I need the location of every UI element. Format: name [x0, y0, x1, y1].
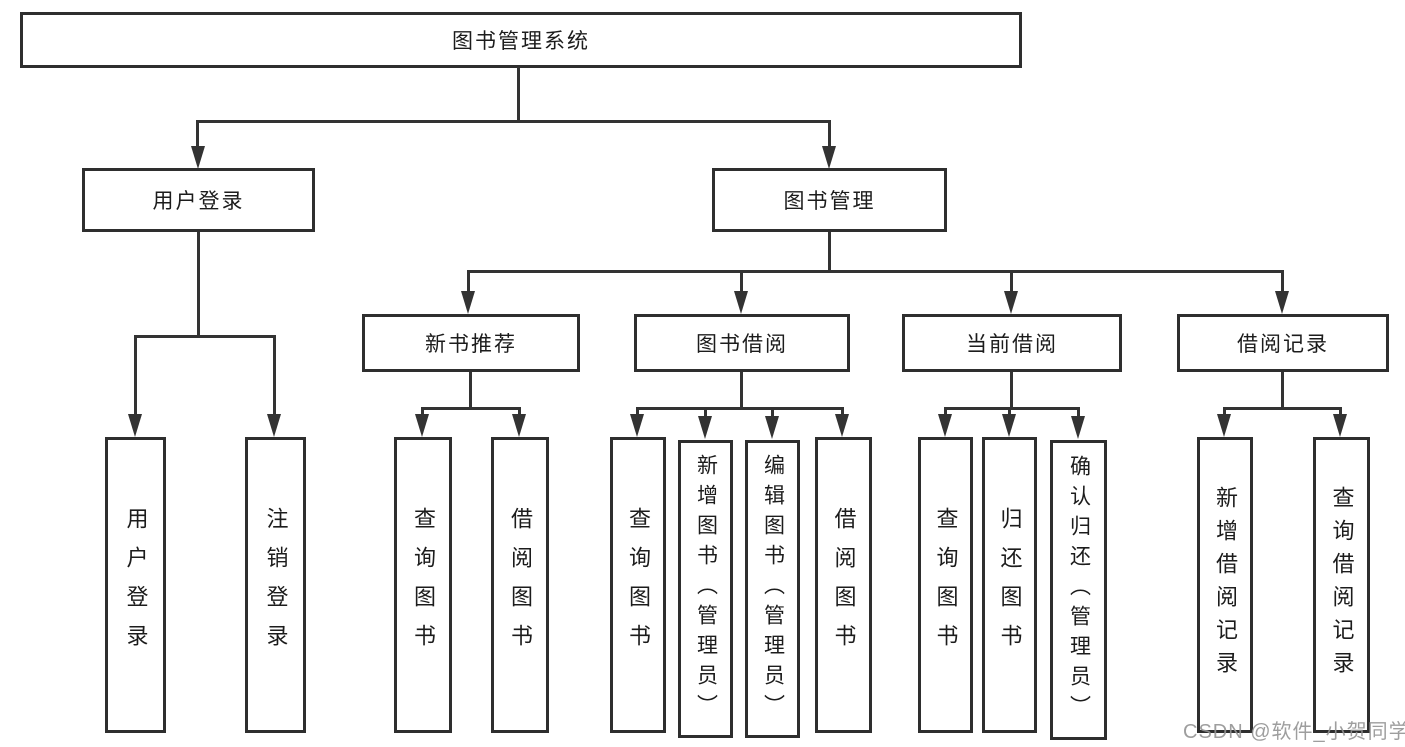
- leaf-label: 编辑图书（管理员）: [761, 454, 785, 724]
- connector-line: [1008, 407, 1011, 419]
- arrow-down-icon: [267, 414, 281, 437]
- leaf-label: 归还图书: [997, 507, 1023, 663]
- arrow-down-icon: [461, 291, 475, 314]
- connector-line: [740, 372, 743, 407]
- arrow-down-icon: [1004, 291, 1018, 314]
- leaf-label: 注销登录: [263, 507, 289, 663]
- leaf-label: 借阅图书: [508, 507, 533, 663]
- connector-line: [1223, 407, 1341, 410]
- connector-line: [636, 407, 844, 410]
- leaf-query-books-current: 查询图书: [918, 437, 973, 733]
- connector-line: [196, 120, 831, 123]
- leaf-edit-books-admin: 编辑图书（管理员）: [745, 440, 800, 738]
- leaf-user-login: 用户登录: [105, 437, 166, 733]
- node-book-borrowing: 图书借阅: [634, 314, 850, 372]
- arrow-down-icon: [1071, 416, 1085, 439]
- node-label: 图书借阅: [696, 333, 788, 356]
- arrow-down-icon: [698, 416, 712, 439]
- connector-line: [196, 120, 199, 148]
- connector-line: [1077, 407, 1080, 419]
- leaf-label: 确认归还（管理员）: [1067, 455, 1091, 725]
- leaf-label: 新增图书（管理员）: [694, 454, 718, 724]
- csdn-watermark: CSDN @软件_小贺同学: [1183, 721, 1405, 743]
- connector-line: [944, 407, 947, 419]
- leaf-borrow-books-recommend: 借阅图书: [491, 437, 549, 733]
- node-current-borrowing: 当前借阅: [902, 314, 1122, 372]
- leaf-confirm-return-admin: 确认归还（管理员）: [1050, 440, 1107, 740]
- connector-line: [421, 407, 520, 410]
- arrow-down-icon: [128, 414, 142, 437]
- connector-line: [1281, 270, 1284, 294]
- connector-line: [1010, 270, 1013, 294]
- arrow-down-icon: [415, 414, 429, 437]
- node-library-management-system: 图书管理系统: [20, 12, 1022, 68]
- arrow-down-icon: [630, 414, 644, 437]
- connector-line: [841, 407, 844, 419]
- connector-line: [1281, 372, 1284, 407]
- leaf-add-books-admin: 新增图书（管理员）: [678, 440, 733, 738]
- connector-line: [1010, 372, 1013, 407]
- leaf-label: 用户登录: [123, 507, 149, 663]
- leaf-query-borrow-record: 查询借阅记录: [1313, 437, 1370, 733]
- node-book-management: 图书管理: [712, 168, 947, 232]
- node-user-login: 用户登录: [82, 168, 315, 232]
- arrow-down-icon: [1275, 291, 1289, 314]
- connector-line: [740, 270, 743, 294]
- arrow-down-icon: [1002, 414, 1016, 437]
- arrow-down-icon: [191, 146, 205, 169]
- arrow-down-icon: [938, 414, 952, 437]
- leaf-borrow-books-borrowing: 借阅图书: [815, 437, 872, 733]
- leaf-label: 新增借阅记录: [1213, 486, 1238, 684]
- arrow-down-icon: [765, 416, 779, 439]
- node-label: 借阅记录: [1237, 333, 1329, 356]
- connector-line: [273, 335, 276, 417]
- connector-line: [469, 372, 472, 407]
- connector-line: [1339, 407, 1342, 419]
- connector-line: [828, 120, 831, 148]
- connector-line: [467, 270, 1284, 273]
- connector-line: [467, 270, 470, 294]
- node-label: 图书管理: [783, 190, 876, 213]
- connector-line: [517, 67, 520, 120]
- connector-line: [636, 407, 639, 419]
- node-label: 用户登录: [152, 190, 245, 213]
- connector-line: [421, 407, 424, 419]
- connector-line: [771, 407, 774, 419]
- connector-line: [828, 232, 831, 270]
- arrow-down-icon: [1217, 414, 1231, 437]
- connector-line: [197, 232, 200, 335]
- node-label: 当前借阅: [966, 333, 1058, 356]
- node-label: 图书管理系统: [452, 30, 590, 53]
- leaf-label: 查询图书: [933, 507, 959, 663]
- connector-line: [944, 407, 1080, 410]
- leaf-logout: 注销登录: [245, 437, 306, 733]
- arrow-down-icon: [835, 414, 849, 437]
- arrow-down-icon: [734, 291, 748, 314]
- leaf-query-books-recommend: 查询图书: [394, 437, 452, 733]
- connector-line: [704, 407, 707, 419]
- arrow-down-icon: [822, 146, 836, 169]
- node-new-book-recommendation: 新书推荐: [362, 314, 580, 372]
- connector-line: [518, 407, 521, 419]
- arrow-down-icon: [512, 414, 526, 437]
- connector-line: [1223, 407, 1226, 419]
- leaf-add-borrow-record: 新增借阅记录: [1197, 437, 1253, 733]
- leaf-label: 查询图书: [411, 507, 436, 663]
- leaf-query-books-borrowing: 查询图书: [610, 437, 666, 733]
- connector-line: [134, 335, 137, 417]
- leaf-label: 查询图书: [626, 507, 651, 663]
- arrow-down-icon: [1333, 414, 1347, 437]
- leaf-label: 查询借阅记录: [1329, 486, 1355, 684]
- node-borrowing-records: 借阅记录: [1177, 314, 1389, 372]
- node-label: 新书推荐: [425, 333, 517, 356]
- leaf-label: 借阅图书: [831, 507, 857, 663]
- leaf-return-books: 归还图书: [982, 437, 1037, 733]
- connector-line: [134, 335, 275, 338]
